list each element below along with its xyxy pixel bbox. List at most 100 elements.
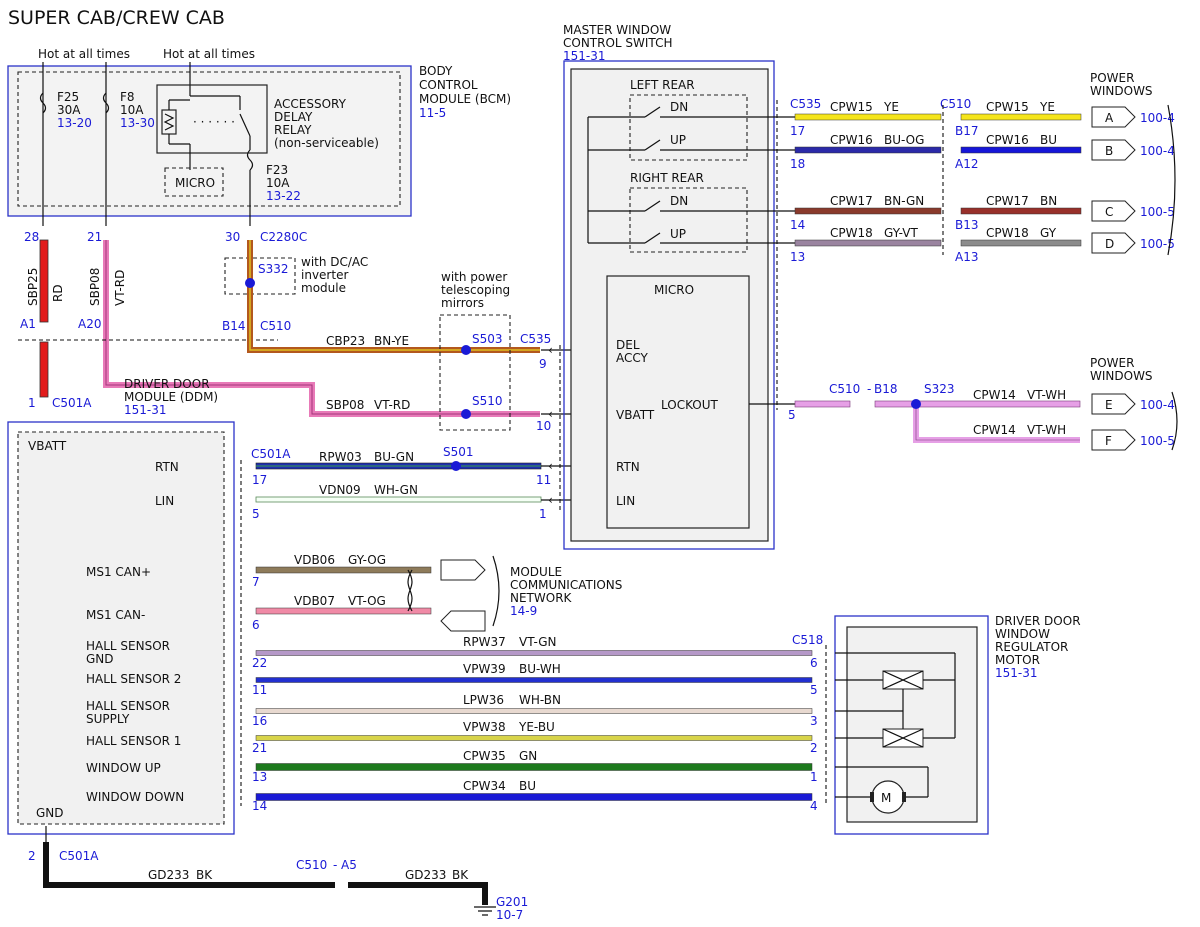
pw-conn-icon [1091, 232, 1136, 254]
switch-lockout: LOCKOUT [661, 398, 719, 412]
rr-up-contact-icon [644, 232, 661, 244]
left-rear-up: UP [670, 133, 686, 147]
s332-label: S332 [258, 262, 289, 276]
right-rear-dn: DN [670, 194, 688, 208]
motor-m: M [881, 791, 891, 805]
mirrors-note-3: mirrors [441, 296, 484, 310]
pw-letter: B [1105, 144, 1113, 158]
s323-splice-icon [911, 399, 921, 409]
c510-pin-b14: B14 [222, 319, 246, 333]
pw-label-1: POWER [1090, 71, 1134, 85]
pin-21: 21 [87, 230, 102, 244]
cpw14-wire-b [874, 400, 1081, 408]
gd233-color: BK [196, 868, 213, 882]
pw2-bracket-icon [1171, 391, 1178, 451]
bcm-inner-box [17, 71, 401, 207]
pw-conn-icon [1091, 139, 1136, 161]
pw-color-2: BN [1040, 194, 1057, 208]
pw-wire-left [794, 146, 942, 154]
can-bracket-icon [492, 555, 500, 627]
switch-micro-label: MICRO [654, 283, 694, 297]
pw-pin: 14 [790, 218, 805, 232]
motor-name-2: WINDOW [995, 627, 1050, 641]
sbp08-color-2: VT-RD [374, 398, 410, 412]
vdn09-color: WH-GN [374, 483, 418, 497]
switch-vbatt: VBATT [616, 408, 655, 422]
pw-label-2: WINDOWS [1090, 84, 1153, 98]
cbp23-color: BN-YE [374, 334, 409, 348]
vdb06-wire [255, 566, 432, 574]
left-rear-label: LEFT REAR [630, 78, 695, 92]
vdb06-color: GY-OG [348, 553, 386, 567]
pin-7: 7 [252, 575, 260, 589]
can-network-2: COMMUNICATIONS [510, 578, 622, 592]
f25-id: F25 [57, 90, 79, 104]
pw-wire-left [794, 113, 942, 121]
vdn09-wire [255, 496, 542, 503]
rpw03-color: BU-GN [374, 450, 414, 464]
pw-wire-right [960, 146, 1082, 154]
motor-brush-left [870, 792, 874, 802]
motor-wire-color: BU-WH [519, 662, 561, 676]
pw2-label-2: WINDOWS [1090, 369, 1153, 383]
pw2-e-color: VT-WH [1027, 388, 1066, 402]
pw-circuit: CPW17 [830, 194, 873, 208]
pw-wire-right [960, 113, 1082, 121]
s332-note-1: with DC/AC [301, 255, 368, 269]
gnd-conn: C501A [59, 849, 99, 863]
ddm-box [7, 421, 235, 835]
pw-wire-right [960, 239, 1082, 247]
motor-wire [255, 708, 813, 714]
motor-brush-right [902, 792, 906, 802]
pw-circuit-2: CPW15 [986, 100, 1029, 114]
pw-conn-icon [1091, 200, 1136, 222]
pw2-pin: 5 [788, 408, 796, 422]
left-rear-box [629, 94, 748, 161]
pw2-f-ref: 100-5 [1140, 434, 1175, 448]
switch-lin: LIN [616, 494, 635, 508]
gnd-conn2-pin: A5 [341, 858, 357, 872]
ddm-name-1: DRIVER DOOR [124, 377, 210, 391]
relay-coil-winding [163, 113, 175, 131]
motor-wire-circuit: VPW38 [463, 720, 506, 734]
motor-wire-lpin: 21 [252, 741, 267, 755]
motor-wire-circuit: VPW39 [463, 662, 506, 676]
pw-ref: 100-4 [1140, 144, 1175, 158]
bcm-name-2: CONTROL [419, 78, 478, 92]
cpw14-wire-a [794, 400, 851, 408]
f25-rating: 30A [57, 103, 81, 117]
sbp08-circuit: SBP08 [88, 268, 102, 306]
ground-icon [474, 906, 496, 916]
master-switch-ref: 151-31 [563, 49, 606, 63]
pw-pin: 13 [790, 250, 805, 264]
pw2-e-letter: E [1105, 398, 1113, 412]
bcm-name-3: MODULE (BCM) [419, 92, 511, 106]
pin-11: 11 [536, 473, 551, 487]
pw-wire-right [960, 207, 1082, 215]
bcm-micro-label: MICRO [175, 176, 215, 190]
right-rear-label: RIGHT REAR [630, 171, 704, 185]
pw-c510-pin: B13 [955, 218, 979, 232]
pw-ref: 100-5 [1140, 237, 1175, 251]
gd233-wire-b [348, 882, 488, 905]
ddm-hall-gnd-1: HALL SENSOR [86, 639, 170, 653]
s501-splice-icon [451, 461, 461, 471]
ddm-vbatt: VBATT [28, 439, 67, 453]
rpw03-circuit: RPW03 [319, 450, 362, 464]
master-switch-name-1: MASTER WINDOW [563, 23, 671, 37]
motor-name-3: REGULATOR [995, 640, 1068, 654]
hall-sensor-2-x [882, 670, 924, 690]
s503-splice-icon [461, 345, 471, 355]
c501a-label-2: C501A [251, 447, 291, 461]
motor-wire-circuit: CPW35 [463, 749, 506, 763]
conn-e-icon [1091, 393, 1136, 415]
conn-f-icon [1091, 429, 1136, 451]
relay-name-3: RELAY [274, 123, 312, 137]
c501a-top-conn: C501A [52, 396, 92, 410]
f8-id: F8 [120, 90, 135, 104]
right-rear-up: UP [670, 227, 686, 241]
cpw14-wire-f-core [915, 404, 1080, 441]
twisted-pair-icon-2 [407, 569, 413, 612]
pw-pin: 18 [790, 157, 805, 171]
